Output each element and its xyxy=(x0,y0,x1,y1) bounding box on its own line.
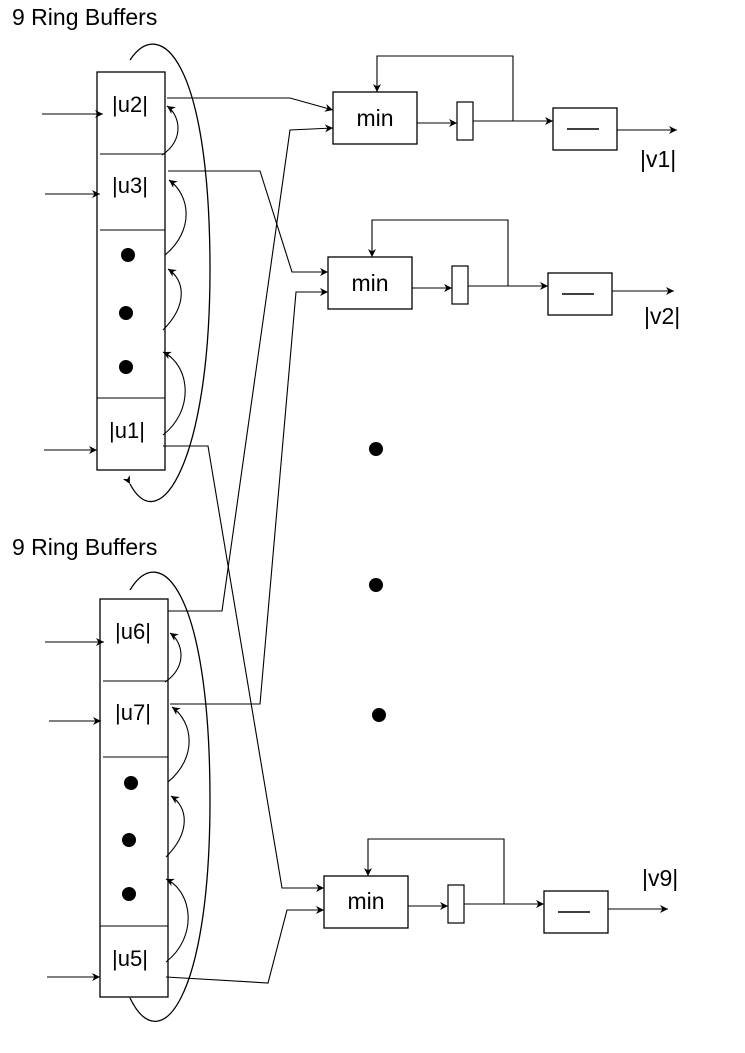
wire-u3-to-min2 xyxy=(168,170,328,276)
min-block-label: min xyxy=(347,888,384,914)
buffer-group-top: 9 Ring Buffers |u2| |u3| |u1| xyxy=(12,4,211,503)
feedback-wire xyxy=(364,838,505,904)
ring-wrap-loop xyxy=(122,43,211,503)
wire-u6-to-min1 xyxy=(168,124,334,612)
shift-arc xyxy=(165,795,185,858)
output-label: |v1| xyxy=(640,146,676,172)
buffer-group-bottom: 9 Ring Buffers |u6| |u7| |u5| xyxy=(12,534,211,1022)
shift-arc xyxy=(162,351,186,436)
buffer-cell-label: |u2| xyxy=(112,92,148,117)
ellipsis-dot xyxy=(124,776,138,790)
channel-v2: min |v2| xyxy=(327,219,680,329)
min-block xyxy=(332,91,418,145)
output-label: |v9| xyxy=(642,865,678,891)
buffer-cell-label: |u3| xyxy=(112,173,148,198)
buffer-column xyxy=(99,598,169,998)
ellipsis-dot xyxy=(122,833,136,847)
buffer-group-title: 9 Ring Buffers xyxy=(12,534,157,560)
buffer-cell-label: |u5| xyxy=(112,946,148,971)
shift-arc xyxy=(161,105,179,156)
min-block-label: min xyxy=(351,270,388,296)
delay-register xyxy=(447,884,465,924)
channel-v1: min |v1| xyxy=(332,55,677,172)
routing-wires xyxy=(163,97,334,984)
shift-arc xyxy=(164,179,187,256)
buffer-cell-label: |u6| xyxy=(115,619,151,644)
output-block xyxy=(547,272,613,316)
shift-arc xyxy=(165,878,189,963)
delay-register xyxy=(456,101,474,141)
ellipsis-dot xyxy=(369,442,383,456)
wire-u7-to-min2 xyxy=(170,288,328,705)
wire-u2-to-min1 xyxy=(167,97,334,112)
ellipsis-dot xyxy=(119,306,133,320)
wire-u5-to-min9 xyxy=(165,906,324,984)
buffer-group-title: 9 Ring Buffers xyxy=(12,4,157,30)
min-block xyxy=(323,875,409,929)
ellipsis-dot xyxy=(122,887,136,901)
channel-v9: min |v9| xyxy=(323,838,678,934)
shift-arc xyxy=(164,632,182,683)
output-label: |v2| xyxy=(644,303,680,329)
delay-register xyxy=(451,265,469,305)
min-block-label: min xyxy=(356,105,393,131)
wire-u1-to-min9 xyxy=(163,445,324,892)
ellipsis-dot xyxy=(372,708,386,722)
feedback-wire xyxy=(373,55,514,121)
ellipsis-dot xyxy=(369,578,383,592)
ellipsis-dot xyxy=(119,360,133,374)
ellipsis-dot xyxy=(121,248,135,262)
ring-wrap-loop xyxy=(122,571,211,1022)
buffer-cell-label: |u1| xyxy=(109,418,145,443)
buffer-cell-label: |u7| xyxy=(115,700,151,725)
feedback-wire xyxy=(368,219,509,286)
shift-arc xyxy=(162,268,182,331)
shift-arc xyxy=(167,706,190,783)
min-block xyxy=(327,256,413,310)
buffer-column xyxy=(96,71,166,471)
